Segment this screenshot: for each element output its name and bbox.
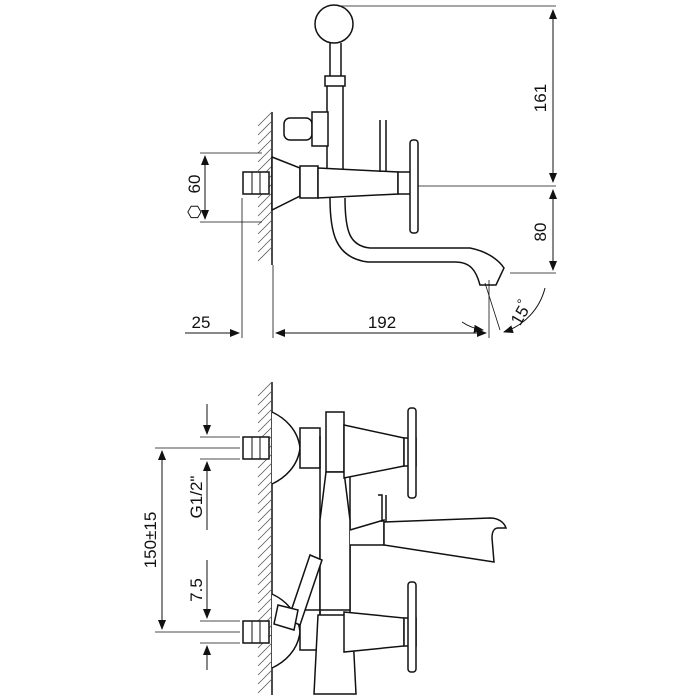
- side-wall-hatching: [257, 111, 273, 262]
- dim-spout-reach-label: 192: [368, 313, 396, 332]
- dim-spout-angle: 15°: [461, 282, 546, 334]
- hatch-line: [257, 669, 273, 685]
- hatch-line: [257, 561, 273, 577]
- side-escutcheon: [242, 155, 301, 212]
- hatch-line: [257, 228, 273, 244]
- hatch-line: [257, 534, 273, 550]
- dim-spout-angle-label: 15°: [504, 297, 535, 329]
- hatch-line: [257, 129, 273, 145]
- front-diverter-lever: [273, 553, 323, 631]
- hatch-line: [257, 525, 273, 541]
- diverter-knob: [283, 111, 329, 147]
- hatch-line: [257, 678, 273, 694]
- dim-horizontal: 25 192: [185, 198, 490, 338]
- hatch-line: [257, 417, 273, 433]
- hatch-line: [257, 399, 273, 415]
- hatch-line: [257, 588, 273, 604]
- dim-thread: G1/2": [187, 404, 240, 530]
- hatch-line: [257, 408, 273, 424]
- dim-spout-drop: 80: [418, 185, 557, 274]
- upper-inlet: [242, 411, 301, 485]
- hatch-line: [257, 138, 273, 154]
- hatch-line: [257, 219, 273, 235]
- side-valve-body: [299, 120, 413, 199]
- front-hose: [378, 494, 387, 522]
- hatch-line: [257, 381, 273, 397]
- hatch-line: [257, 498, 273, 514]
- front-wall-hatching: [257, 381, 273, 694]
- front-spout: [383, 517, 508, 563]
- hatch-line: [257, 120, 273, 136]
- side-view: 161 80 ⬡ 60 25 192: [185, 4, 557, 338]
- dim-total-height-label: 161: [531, 84, 550, 112]
- hatch-line: [257, 597, 273, 613]
- front-valve-body: [299, 411, 405, 695]
- hatch-line: [257, 147, 273, 163]
- hatch-line: [257, 201, 273, 217]
- dim-eccentric: 7.5: [187, 560, 240, 670]
- hatch-line: [257, 507, 273, 523]
- hatch-line: [257, 237, 273, 253]
- hatch-line: [257, 390, 273, 406]
- dim-inlet-distance: 150±15: [141, 447, 240, 633]
- hatch-line: [257, 156, 273, 172]
- hatch-line: [257, 579, 273, 595]
- hatch-line: [257, 480, 273, 496]
- side-spout: [329, 197, 505, 286]
- hatch-line: [257, 552, 273, 568]
- upper-cross-handle: [403, 407, 417, 499]
- lower-cross-handle: [403, 581, 417, 673]
- dim-spout-drop-label: 80: [531, 223, 550, 242]
- hatch-line: [257, 210, 273, 226]
- hatch-line: [257, 516, 273, 532]
- front-view: 150±15 G1/2" 7.5: [141, 381, 508, 695]
- hatch-line: [257, 246, 273, 262]
- dim-wall-offset-label: 25: [192, 313, 211, 332]
- hand-shower: [314, 4, 354, 170]
- side-cross-handle: [409, 139, 419, 234]
- dim-total-height: 161: [338, 5, 557, 183]
- hatch-line: [257, 606, 273, 622]
- hex-symbol: ⬡: [185, 205, 204, 220]
- front-wall: [257, 381, 273, 695]
- dim-inlet-distance-label: 150±15: [141, 512, 160, 569]
- hatch-line: [257, 471, 273, 487]
- hatch-line: [257, 642, 273, 658]
- hatch-line: [257, 543, 273, 559]
- dim-hex-size: ⬡ 60: [185, 152, 262, 223]
- hatch-line: [257, 489, 273, 505]
- hatch-line: [257, 651, 273, 667]
- hatch-line: [257, 192, 273, 208]
- dim-hex-size-label: 60: [185, 175, 204, 194]
- dim-thread-label: G1/2": [187, 476, 206, 519]
- hatch-line: [257, 570, 273, 586]
- hatch-line: [257, 660, 273, 676]
- hatch-line: [257, 111, 273, 127]
- dim-eccentric-label: 7.5: [187, 578, 206, 602]
- hatch-line: [257, 462, 273, 478]
